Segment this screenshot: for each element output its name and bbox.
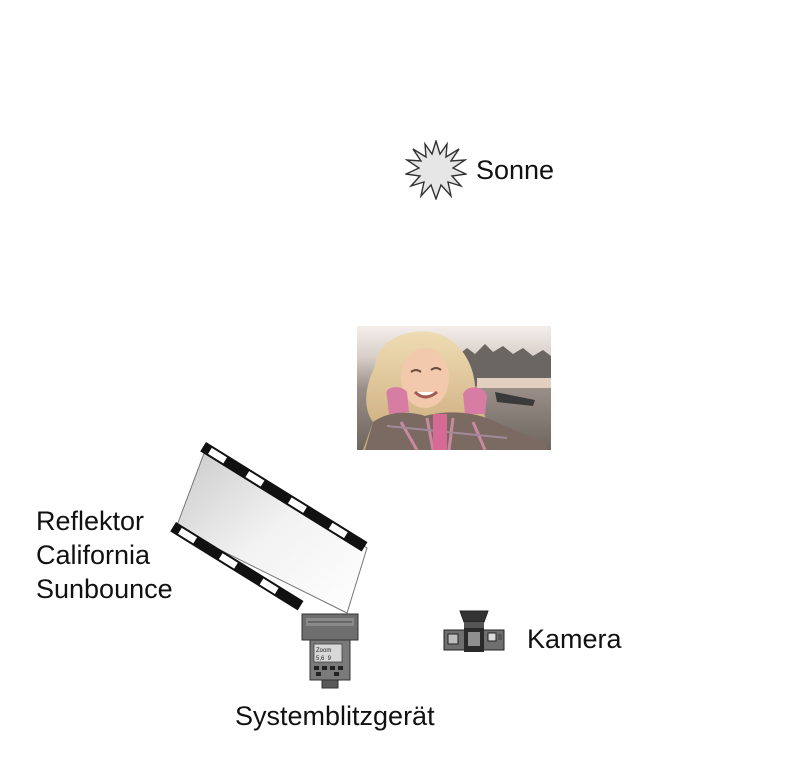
reflector-label-line-3: Sunbounce (36, 574, 173, 604)
reflector-icon (170, 442, 368, 614)
reflector-label: Reflektor California Sunbounce (36, 504, 173, 606)
sun-icon (405, 140, 467, 200)
flash-label: Systemblitzgerät (235, 701, 435, 731)
reflector-label-line-1: Reflektor (36, 506, 145, 536)
flash-display-values: 5,6 9 (316, 656, 332, 662)
portrait-photo (357, 326, 551, 450)
flash-unit-icon: Zoom 5,6 9 (301, 613, 359, 689)
camera-icon (443, 610, 505, 652)
camera-label: Kamera (527, 624, 622, 654)
reflector-label-line-2: California (36, 540, 151, 570)
flash-display-mode: Zoom (316, 648, 331, 654)
sun-label: Sonne (476, 155, 555, 185)
